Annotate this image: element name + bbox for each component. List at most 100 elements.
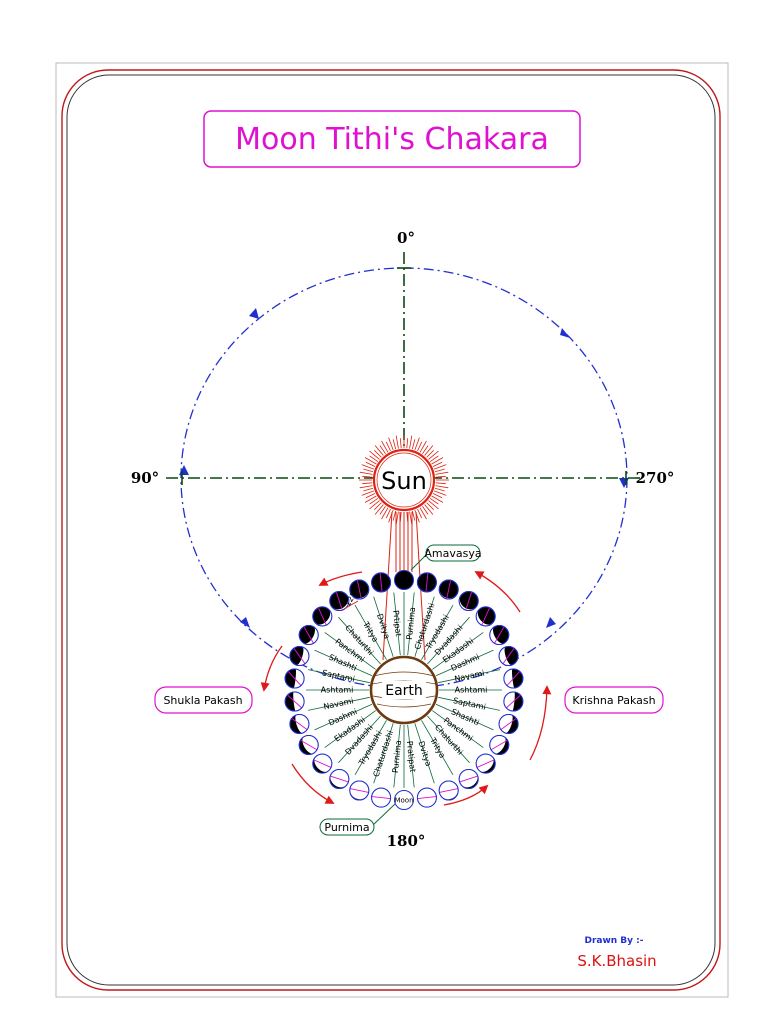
tithi-spoke [407,724,415,788]
moon-phase [349,579,370,600]
degree-270-label: 270° [636,469,675,487]
page-border [55,62,729,998]
tithi-spoke [373,723,394,784]
tithi-spoke [438,696,500,711]
sun-disc [372,448,436,512]
tithi-spoke [435,649,494,677]
tithi-spoke [432,710,484,748]
amavasya-box [425,544,481,562]
moon-label: Moon [394,797,413,805]
moon-phase [394,790,414,810]
moon-phase [371,572,392,593]
tithi-spoke [354,720,387,776]
moon-phase [438,780,459,801]
tithi-spoke [338,616,381,665]
tithi-spoke [308,669,370,684]
axis-end-ticks [181,267,627,485]
arrow-bottom-right [443,784,489,806]
moon-label: Moon [394,577,413,585]
moon-phase [298,735,319,755]
tithi-label: Purnima [391,740,403,774]
tithi-label: Ashtami [455,686,488,695]
tithi-spoke [432,632,484,670]
amavasya-callout: Amavasya [410,544,482,571]
moon-phase [458,769,479,789]
orbit-arrow [546,617,556,628]
arrow-left [260,645,283,692]
moon-phase [312,753,333,774]
tithi-spoke [414,723,435,784]
earth-label: Earth [385,683,423,699]
tithi-spoke [414,596,435,657]
moon-phase [498,714,519,734]
frame-outer [61,69,721,991]
orbit-arrow [560,328,570,338]
arrow-bottom-left [291,763,335,804]
sun-label: Sun [381,467,427,495]
purnima-callout: Purnima [319,803,396,836]
moon-phase [458,591,479,611]
moon-phase [329,769,350,789]
moon-direction-arrows [260,571,552,806]
tithi-spoke [407,592,415,656]
moon-phase [312,606,333,627]
tithi-spoke [438,669,500,684]
tithi-spoke [435,703,494,731]
tithi-spoke [338,715,381,764]
tithi-spoke [314,649,373,677]
tithi-label: Ashtami [321,686,354,695]
moon-phase [289,646,310,666]
degree-0-label: 0° [397,229,415,247]
moon-phase [284,668,305,689]
tithi-label: Prtipat [391,610,403,637]
orbit-arrow [179,465,189,475]
tithi-spoke [308,696,370,711]
tithi-label: Pratipat [405,741,417,773]
earth: Earth [369,655,439,725]
tithi-spoke [373,596,394,657]
moon-phase [503,668,524,689]
tithi-label: Navami [454,669,486,684]
krishna-pakash-label: Krishna Pakash [564,686,664,714]
amavasya-label: Amavasya [424,547,481,560]
moon-phase [489,625,510,645]
arrow-top-right [474,571,521,613]
page-title: Moon Tithi's Chakara [235,122,549,157]
title-box [203,110,581,168]
degree-90-label: 90° [131,469,159,487]
moon-phase [503,691,524,712]
tithi-spoke [421,604,454,660]
frame-inner [66,74,716,986]
orbit-arrow [249,308,259,319]
moon-phase [298,625,319,645]
moon-phase [416,572,437,593]
sun: Sun [359,435,449,525]
arrow-right [529,685,552,761]
moon-phase [349,780,370,801]
moon-phase [498,646,519,666]
moon-phase [475,753,496,774]
tithi-spoke [427,715,470,764]
tithi-spoke [393,724,401,788]
moon-phase [416,787,437,808]
svg-text:Shukla Pakash: Shukla Pakash [163,694,242,707]
tithi-label: Purnima [405,606,417,640]
tithi-spoke [314,703,373,731]
degree-180-label: 180° [387,832,426,850]
orbit-arrow [240,617,250,628]
moon-phase [394,570,414,590]
tithi-spoke [427,616,470,665]
drawn-by-label: Drawn By :- [584,936,643,946]
moon-phase [284,691,305,712]
purnima-box [319,818,375,836]
author-name: S.K.Bhasin [577,952,656,970]
moon-phase [329,591,350,611]
moon-phase [371,787,392,808]
sun-corona [359,435,449,525]
tithi-spoke [324,632,376,670]
tithi-spoke [354,604,387,660]
moon-phase [489,735,510,755]
tithi-spoke [393,592,401,656]
tithi-spoke [324,710,376,748]
